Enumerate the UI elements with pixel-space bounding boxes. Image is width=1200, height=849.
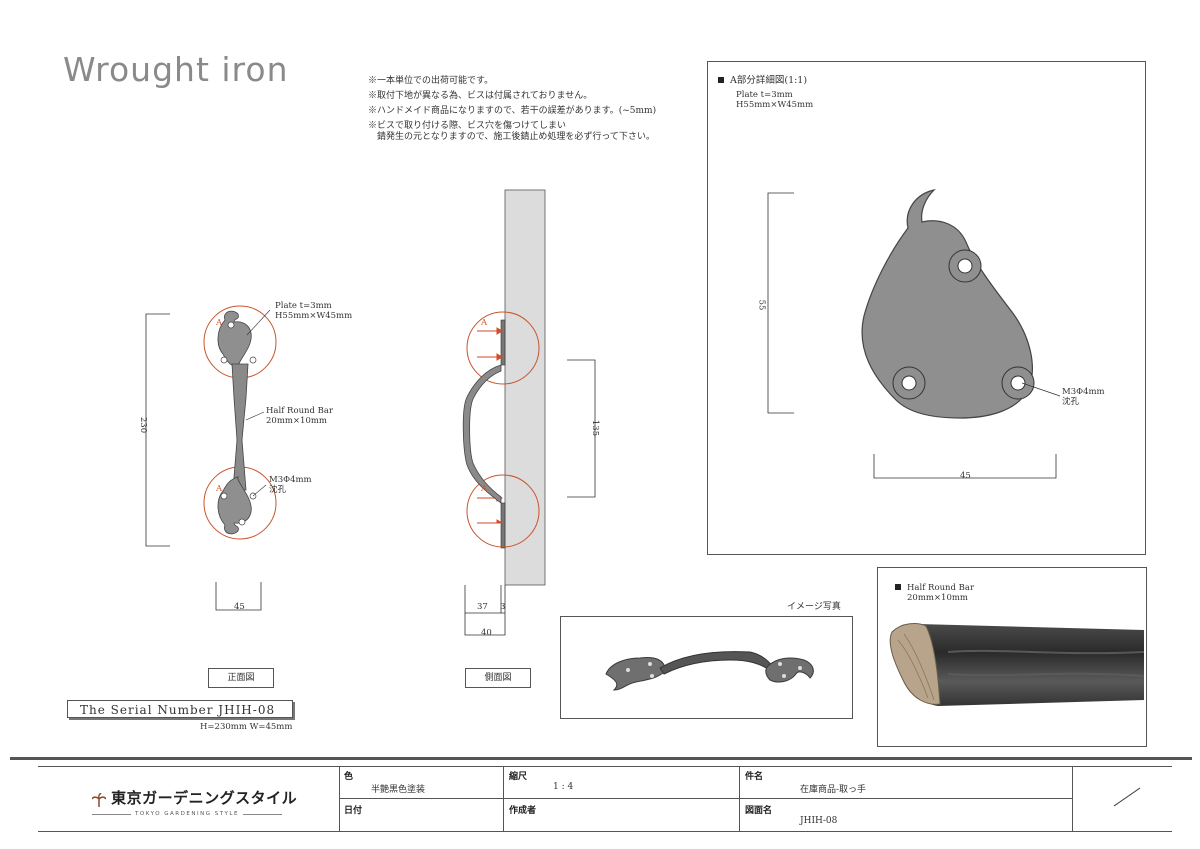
side-dim-40 [464,613,506,636]
side-dim-height [567,359,596,498]
logo-sub-text: TOKYO GARDENING STYLE [135,811,239,817]
side-plate-top [500,319,506,366]
photo-handle-image [605,651,814,691]
bar-photo-label: Half Round Bar 20mm×10mm [895,583,974,603]
front-view-label: 正面図 [208,668,274,688]
front-marker-a-top: A [216,318,223,328]
front-view-drawing [145,305,277,611]
detail-dim-width [873,454,1057,479]
note-line: 錆発生の元となりますので、施工後錆止め処理を必ず行って下さい。 [368,132,655,142]
front-dim-height: 230 [138,416,149,434]
drawing-value: JHIH-08 [800,816,838,826]
side-dim-3-label: 3 [500,602,506,612]
note-line: ※取付下地が異なる為、ビスは付属されておりません。 [368,91,593,101]
front-hole-label: M3Φ4mm 沈孔 [269,475,312,495]
side-plate-bottom [500,502,506,549]
detail-header: A部分詳細図(1:1) [718,76,807,86]
serial-number: The Serial Number JHIH-08 [67,700,293,718]
bar-end-face [889,623,941,705]
detail-frame [707,61,1146,555]
side-circle-top [466,311,540,385]
side-view-drawing [462,189,596,636]
side-circle-bottom [466,474,540,548]
front-marker-a-bottom: A [216,484,223,494]
drawing-label: 図面名 [745,806,773,816]
scale-value: 1 : 4 [553,782,574,792]
detail-plate-label: Plate t=3mm H55mm×W45mm [736,90,814,110]
palm-icon [91,791,107,807]
detail-dim-height [767,192,794,414]
photo-bar [659,651,773,675]
side-marker-a-bottom: A [481,484,488,494]
detail-hole-label: M3Φ4mm 沈孔 [1062,387,1105,407]
wall [504,189,546,586]
square-icon [718,77,724,83]
detail-drawing [767,188,1061,479]
slash-mark [1113,787,1141,807]
detail-dim-height-label: 55 [756,299,767,311]
photo-plate-left [605,657,667,691]
square-icon [895,584,901,590]
photo-frame [560,616,853,719]
front-dim-width: 45 [234,602,245,612]
top-plate [217,310,252,369]
item-label: 件名 [745,772,764,782]
note-line: ※ハンドメイド商品になりますので、若干の誤差があります。(~5mm) [368,106,657,116]
dim-line-height [145,313,170,547]
side-dim-40-label: 40 [481,628,492,638]
date-label: 日付 [344,806,363,816]
item-value: 在庫商品-取っ手 [800,785,867,795]
handle-bar [231,363,249,491]
notes-block: ※一本単位での出荷可能です。 ※取付下地が異なる為、ビスは付属されておりません。… [368,74,656,143]
color-value: 半艶黒色塗装 [371,785,426,795]
side-marker-a-top: A [481,318,488,328]
front-plate-label: Plate t=3mm H55mm×W45mm [275,301,353,321]
bar-body [907,624,1144,706]
bottom-plate [217,476,252,535]
front-bar-label: Half Round Bar 20mm×10mm [266,406,334,426]
page-title: Wrought iron [63,50,289,89]
bar-photo-image [889,623,1145,706]
serial-size: H=230mm W=45mm [200,722,293,732]
side-handle [462,364,502,504]
scale-label: 縮尺 [509,772,528,782]
side-view-label: 側面図 [465,668,531,688]
detail-dim-width-label: 45 [960,471,971,481]
title-block [38,766,1172,832]
author-label: 作成者 [509,806,537,816]
photo-plate-right [765,657,814,683]
note-line: ※一本単位での出荷可能です。 [368,76,494,86]
logo-main-text: 東京ガーデニングスタイル [111,789,298,807]
footer-divider [10,757,1192,760]
color-label: 色 [344,772,354,782]
side-dim-37-label: 37 [477,602,488,612]
side-dim-height-label: 135 [590,419,601,437]
dim-line-width [215,582,262,611]
company-logo: 東京ガーデニングスタイル [91,787,298,808]
photo-caption: イメージ写真 [787,602,841,612]
note-line: ※ビスで取り付ける際、ビス穴を傷つけてしまい [368,121,567,131]
